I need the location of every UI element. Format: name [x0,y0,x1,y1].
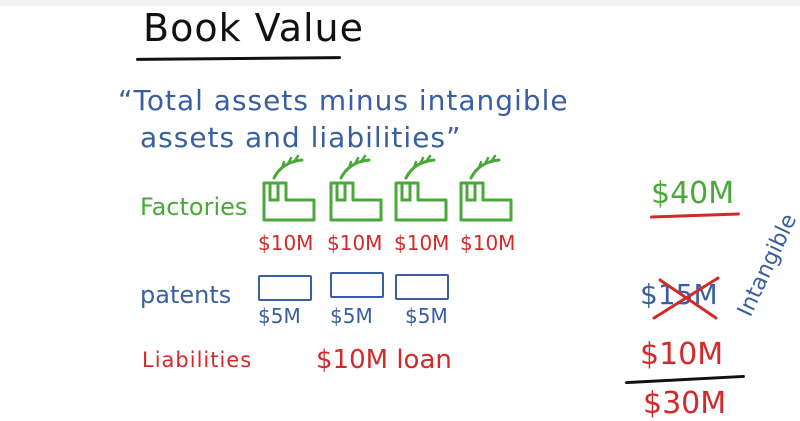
definition-quote-line-2: assets and liabilities” [140,121,462,154]
patents-label: patents [140,281,232,309]
factory-value: $10M [258,231,314,255]
window-top-bar [0,0,800,6]
page-title: Book Value [143,6,365,50]
total-assets-underline [649,212,741,219]
strike-through-mark [652,276,720,320]
factory-value: $10M [327,231,383,255]
patent-box [395,274,449,300]
title-underline [135,56,342,61]
patent-box [330,272,384,298]
factory-value: $10M [394,231,450,255]
patent-value: $5M [405,304,448,328]
factory-icon [329,154,383,222]
patent-value: $5M [330,304,373,328]
factories-label: Factories [140,193,248,221]
liabilities-loan-value: $10M loan [316,345,452,375]
book-value-result: $30M [643,386,727,421]
definition-quote-line-1: “Total assets minus intangible [118,84,569,117]
factory-value: $10M [460,231,516,255]
liabilities-label: Liabilities [142,348,253,372]
liabilities-value: $10M [640,337,724,372]
patent-value: $5M [258,304,301,328]
subtraction-line [625,374,745,385]
intangible-annotation: Intangible [733,210,800,321]
factory-icon [394,154,448,222]
factory-icon [262,154,316,222]
total-assets-value: $40M [651,176,735,211]
patent-box [258,275,312,301]
factory-icon [459,154,513,222]
